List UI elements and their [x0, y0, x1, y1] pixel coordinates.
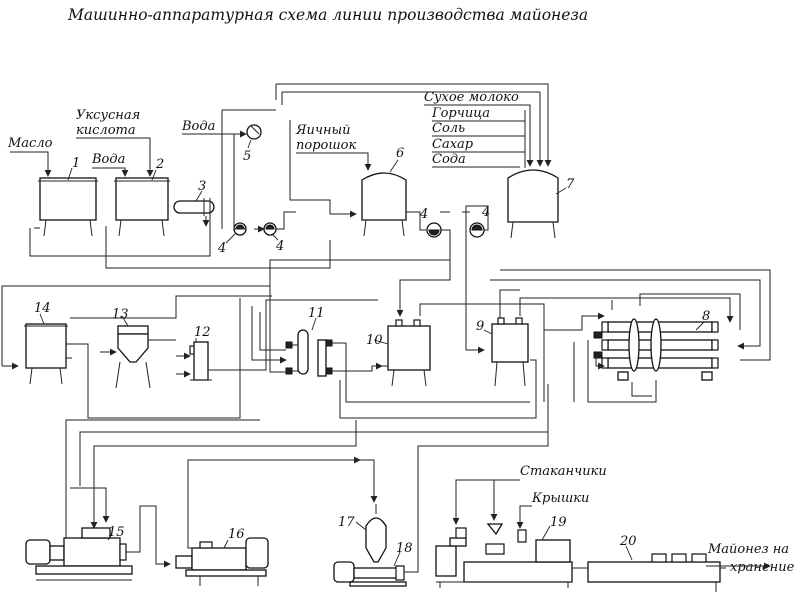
number-4-d: 4: [481, 205, 490, 220]
number-2: 2: [155, 157, 164, 172]
number-10: 10: [366, 333, 383, 348]
number-3: 3: [198, 179, 206, 194]
heater-3: [173, 190, 215, 227]
label-water-1: Вода: [91, 152, 125, 167]
tank-1-oil: [34, 167, 98, 237]
label-oil: Масло: [7, 136, 53, 151]
pump-4-d: [469, 222, 485, 238]
number-8: 8: [702, 309, 710, 324]
feed-lines: [10, 83, 552, 177]
number-1: 1: [72, 156, 80, 171]
tank-6-egg: [361, 159, 407, 237]
conveyor-20: [572, 545, 726, 592]
pipes-middle: [1, 259, 771, 541]
filler-pump-18: [333, 551, 407, 587]
number-4-b: 4: [275, 239, 284, 254]
pipes-top: [29, 109, 489, 354]
label-sugar: Сахар: [432, 137, 474, 152]
label-output-line1: Майонез на: [707, 542, 789, 557]
number-9: 9: [476, 319, 484, 334]
number-18: 18: [396, 541, 413, 556]
label-lids: Крышки: [531, 491, 589, 506]
homogenizer-15: [25, 527, 133, 581]
label-water-2: Вода: [181, 119, 215, 134]
hopper-17: [355, 504, 387, 563]
number-14: 14: [34, 301, 51, 316]
label-vinegar-line2: кислота: [76, 123, 136, 138]
label-cups: Стаканчики: [520, 464, 607, 479]
number-6: 6: [396, 146, 404, 161]
number-4-c: 4: [419, 207, 428, 222]
pump-4-b: [263, 222, 277, 236]
pump-4-c: [426, 222, 442, 238]
tank-9: [483, 317, 529, 387]
pump-5: [246, 124, 262, 149]
number-7: 7: [566, 177, 575, 192]
number-11: 11: [308, 306, 325, 321]
number-12: 12: [194, 325, 211, 340]
label-salt: Соль: [432, 121, 465, 136]
label-vinegar-line1: Уксусная: [76, 108, 140, 123]
label-mustard: Горчица: [431, 106, 490, 121]
number-13: 13: [112, 307, 129, 322]
label-soda: Сода: [432, 152, 466, 167]
tank-14: [24, 313, 72, 385]
number-4-a: 4: [217, 241, 226, 256]
filter-11: [285, 317, 333, 377]
number-15: 15: [108, 525, 125, 540]
tank-2-vinegar: [114, 169, 170, 237]
tank-7-dry-mix: [507, 169, 567, 239]
separator-13: [115, 315, 160, 389]
heat-exchanger-8: [593, 318, 719, 381]
number-20: 20: [619, 534, 637, 549]
number-16: 16: [228, 527, 245, 542]
pump-unit-16: [175, 537, 269, 586]
unit-12: [189, 338, 212, 381]
number-17: 17: [338, 515, 355, 530]
label-dry-milk: Сухое молоко: [424, 90, 519, 105]
number-5: 5: [243, 149, 251, 164]
number-19: 19: [550, 515, 567, 530]
label-egg-powder-line1: Яичный: [295, 123, 350, 138]
diagram-title: Машинно-аппаратурная схема линии произво…: [67, 6, 588, 24]
tank-10: [373, 319, 431, 387]
packaging-machine-19: [435, 523, 573, 588]
label-output-line2: хранение: [730, 560, 795, 575]
label-egg-powder-line2: порошок: [296, 138, 356, 153]
pipes-bottom: [126, 430, 771, 573]
